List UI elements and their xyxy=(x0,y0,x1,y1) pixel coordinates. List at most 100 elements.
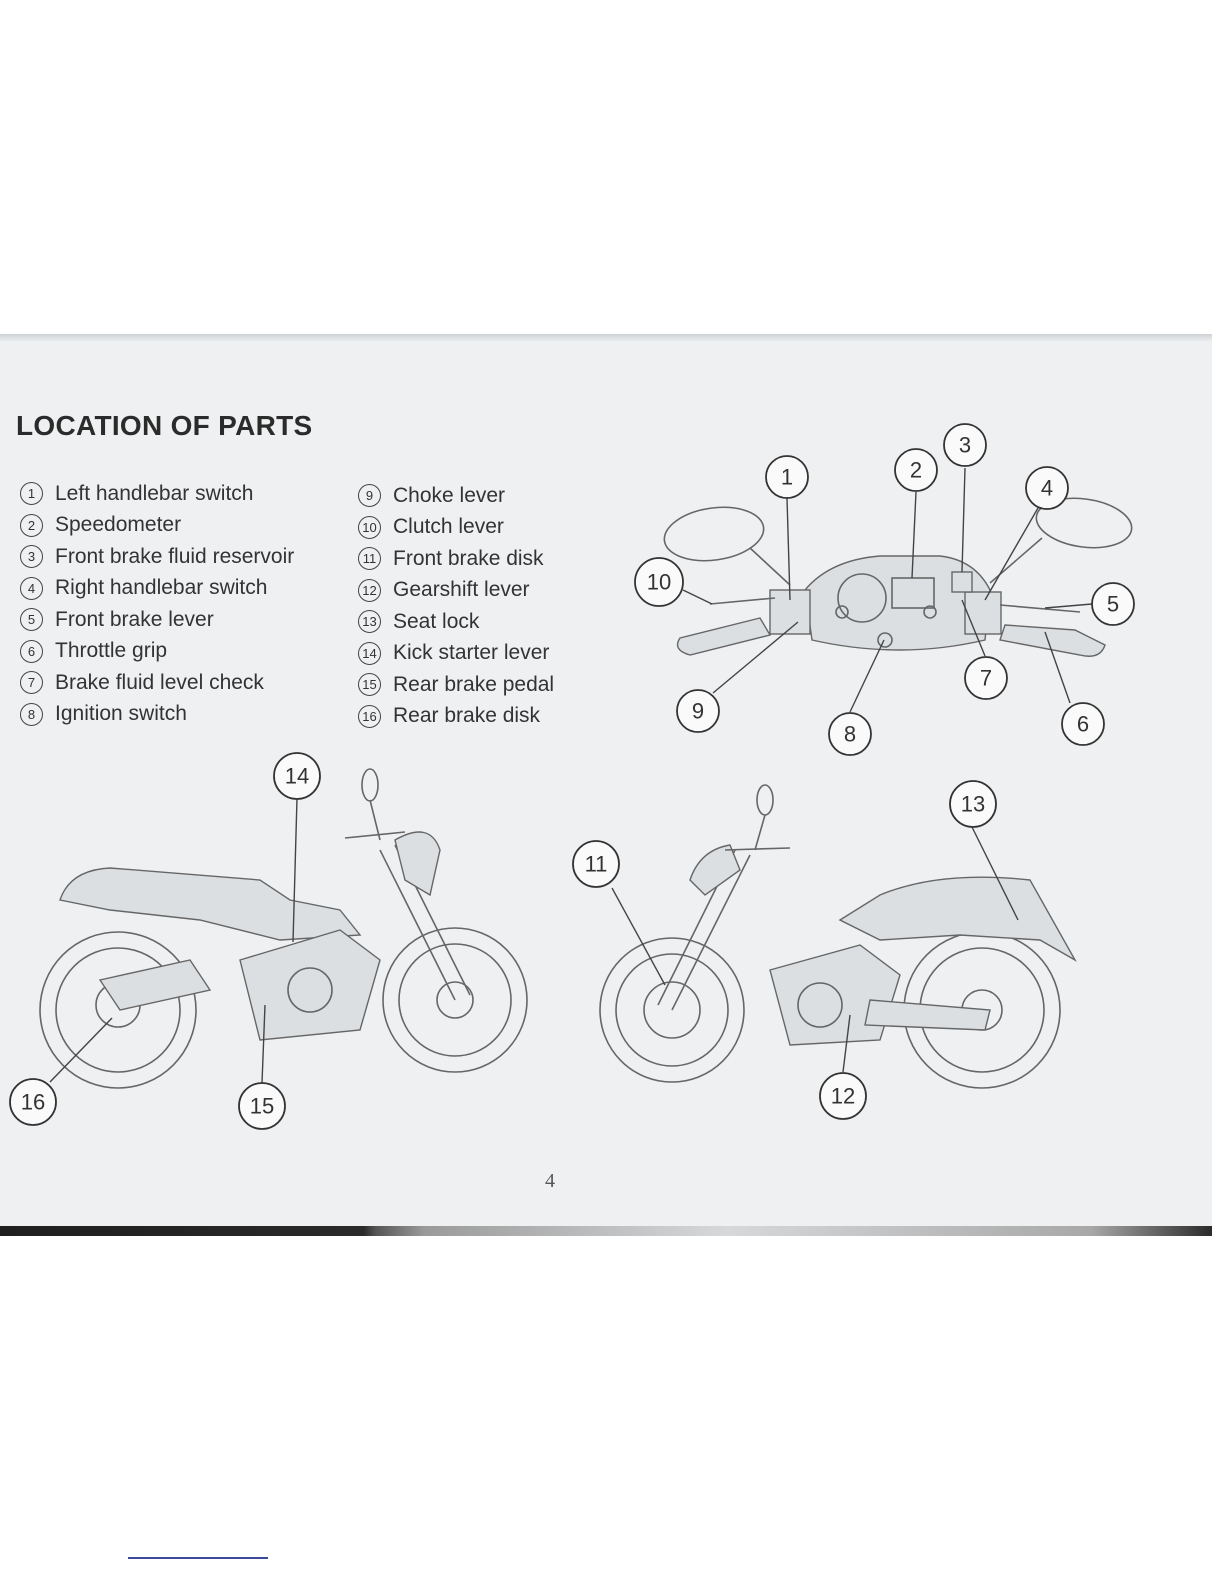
engine-block xyxy=(239,929,381,1041)
left-side-motorcycle-illustration xyxy=(39,768,528,1089)
callout-13-number: 13 xyxy=(961,792,985,817)
parts-list-item: 15 Rear brake pedal xyxy=(358,669,554,701)
part-number: 12 xyxy=(358,578,381,602)
left-grip xyxy=(676,617,772,656)
parts-list-item: 16 Rear brake disk xyxy=(358,701,554,733)
callout-9: 9 xyxy=(676,689,720,733)
callouts: 1 2 3 4 5 6 7 8 9 10 11 12 13 14 15 16 xyxy=(9,423,1135,1130)
part-number: 13 xyxy=(358,610,381,634)
clutch-lever-shape xyxy=(709,597,776,605)
leader-line-1 xyxy=(786,497,791,601)
part-number: 3 xyxy=(20,545,43,569)
callout-4: 4 xyxy=(1025,466,1069,510)
leader-line-2 xyxy=(911,491,917,579)
front-rim xyxy=(615,953,729,1067)
part-label: Choke lever xyxy=(393,483,506,507)
part-label: Front brake disk xyxy=(393,546,544,570)
handlebar-illustration xyxy=(663,497,1133,657)
parts-list-item: 3 Front brake fluid reservoir xyxy=(20,541,294,573)
front-wheel xyxy=(599,937,745,1083)
part-label: Kick starter lever xyxy=(393,641,550,665)
leader-line-16 xyxy=(49,1017,113,1083)
part-number: 15 xyxy=(358,673,381,697)
page-bottom-edge xyxy=(0,1226,1212,1236)
brake-fluid-reservoir xyxy=(951,571,973,593)
muffler xyxy=(98,959,212,1011)
callout-12-number: 12 xyxy=(831,1084,855,1109)
rear-wheel xyxy=(39,931,197,1089)
part-label: Rear brake disk xyxy=(393,704,541,728)
speedometer-display xyxy=(891,577,935,609)
callout-11: 11 xyxy=(572,840,620,888)
part-number: 5 xyxy=(20,608,43,632)
leader-line-3 xyxy=(961,467,966,573)
callout-15: 15 xyxy=(238,1082,286,1130)
front-brake-disk-shape xyxy=(643,981,701,1039)
part-number: 6 xyxy=(20,639,43,663)
seat-and-tail xyxy=(838,876,1077,962)
leader-line-5 xyxy=(1044,603,1093,609)
part-label: Clutch lever xyxy=(393,515,504,539)
leader-line-11 xyxy=(611,887,666,986)
part-label: Throttle grip xyxy=(55,639,168,663)
callout-14: 14 xyxy=(273,752,321,800)
part-number: 16 xyxy=(358,704,381,728)
callout-1: 1 xyxy=(765,455,809,499)
front-rim xyxy=(398,943,512,1057)
page-number: 4 xyxy=(545,1170,555,1192)
part-number: 1 xyxy=(20,482,43,506)
callout-4-number: 4 xyxy=(1041,476,1053,501)
leader-line-13 xyxy=(971,826,1019,921)
front-fork xyxy=(671,854,751,1011)
mirror xyxy=(756,784,774,816)
leader-line-8 xyxy=(849,639,885,713)
right-mirror-stem xyxy=(989,537,1043,584)
right-switch-housing xyxy=(964,591,1002,635)
headlight-cowl xyxy=(689,844,741,896)
part-number: 7 xyxy=(20,671,43,695)
callout-2: 2 xyxy=(894,448,938,492)
rear-rim xyxy=(55,947,181,1073)
brake-lever-shape xyxy=(999,604,1081,613)
engine-cover xyxy=(287,967,333,1013)
left-mirror xyxy=(663,506,765,562)
callout-6: 6 xyxy=(1061,702,1105,746)
scanned-page xyxy=(0,334,1212,1234)
leader-line-9 xyxy=(712,621,799,694)
part-number: 14 xyxy=(358,641,381,665)
engine-block xyxy=(769,944,901,1046)
part-label: Front brake fluid reservoir xyxy=(55,544,295,568)
part-number: 10 xyxy=(358,515,381,539)
callout-7-number: 7 xyxy=(980,666,992,691)
front-fork xyxy=(379,849,456,1001)
part-label: Ignition switch xyxy=(55,702,187,726)
part-label: Right handlebar switch xyxy=(55,576,268,600)
callout-10-number: 10 xyxy=(647,570,671,595)
parts-list-item: 6 Throttle grip xyxy=(20,636,294,668)
ignition-switch-shape xyxy=(877,632,893,648)
right-mirror xyxy=(1035,497,1133,549)
leader-line-12 xyxy=(842,1014,851,1073)
footer-rule xyxy=(128,1557,268,1559)
callout-11-number: 11 xyxy=(585,852,608,877)
callout-3: 3 xyxy=(943,423,987,467)
part-label: Front brake lever xyxy=(55,607,214,631)
leader-line-10 xyxy=(682,589,713,605)
part-number: 9 xyxy=(358,484,381,508)
callout-8-number: 8 xyxy=(844,722,856,747)
swingarm xyxy=(864,999,991,1031)
indicator-light xyxy=(835,605,849,619)
callout-7: 7 xyxy=(964,656,1008,700)
part-label: Rear brake pedal xyxy=(393,672,555,696)
indicator-light xyxy=(923,605,937,619)
seat-and-tail xyxy=(59,867,362,941)
page-title: LOCATION OF PARTS xyxy=(16,410,313,441)
